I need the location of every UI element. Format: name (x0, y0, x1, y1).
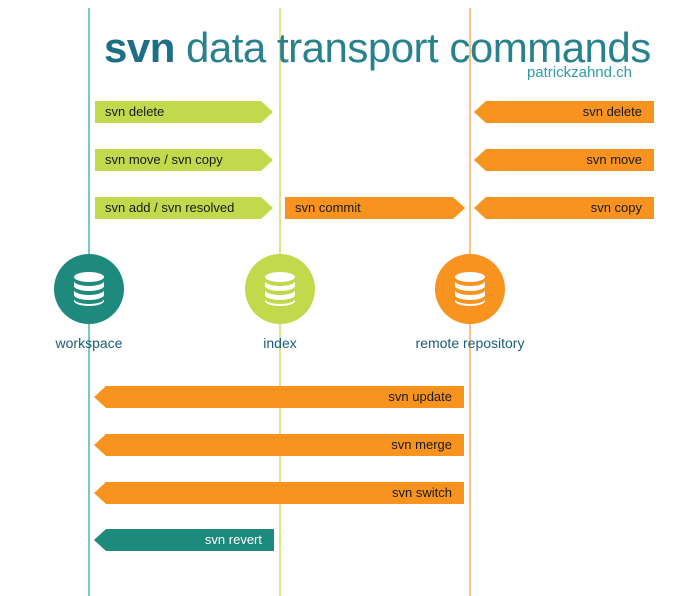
arrow-svn-switch: svn switch (94, 482, 464, 504)
database-icon (265, 272, 295, 306)
arrow-svn-add-resolved: svn add / svn resolved (95, 197, 273, 219)
index-node (245, 254, 315, 324)
database-icon (74, 272, 104, 306)
subtitle: patrickzahnd.ch (526, 64, 632, 81)
workspace-label: workspace (55, 335, 123, 351)
arrow-svn-revert: svn revert (94, 529, 274, 551)
workspace-node (54, 254, 124, 324)
arrow-svn-move-copy: svn move / svn copy (95, 149, 273, 171)
page-title: svn data transport commands (104, 24, 651, 71)
arrow-svn-copy-repo: svn copy (474, 197, 654, 219)
arrow-svn-delete-repo: svn delete (474, 101, 654, 123)
repository-node (435, 254, 505, 324)
index-label: index (263, 335, 297, 351)
arrow-svn-merge: svn merge (94, 434, 464, 456)
arrow-svn-update: svn update (94, 386, 464, 408)
arrow-svn-delete-workspace: svn delete (95, 101, 273, 123)
arrow-svn-commit: svn commit (285, 197, 465, 219)
arrow-svn-move-repo: svn move (474, 149, 654, 171)
database-icon (455, 272, 485, 306)
repository-label: remote repository (415, 335, 525, 351)
